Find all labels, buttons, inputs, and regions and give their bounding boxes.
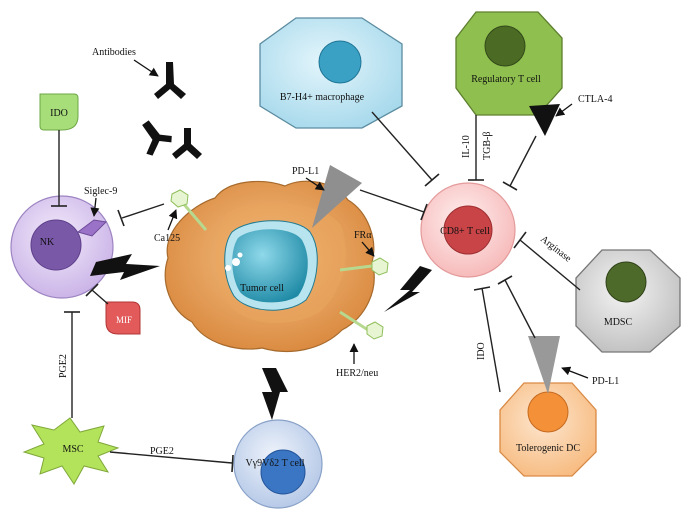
cd8-t-cell: CD8+ T cell <box>420 182 516 278</box>
tumor-cell-label: Tumor cell <box>240 283 284 294</box>
pdl1-dc-label: PD-L1 <box>592 376 619 387</box>
ctla4-arrow <box>555 103 573 117</box>
dc-label: Tolerogenic DC <box>516 443 580 454</box>
tgfb-label: TGB-β <box>482 132 493 160</box>
pdl1-cd8-inhibition-bar <box>420 203 428 221</box>
regulatory-t-cell: Regulatory T cell <box>455 11 563 116</box>
treg-label: Regulatory T cell <box>471 74 541 85</box>
pdl1-cd8-inhibition-line <box>359 189 425 213</box>
macrophage-cd8-inhibition-bar <box>424 173 440 187</box>
antibody-2 <box>142 120 172 156</box>
b7h4-macrophage: B7-H4+ macrophage <box>259 17 403 129</box>
nk-label: NK <box>40 237 55 248</box>
macrophage-label: B7-H4+ macrophage <box>280 92 365 103</box>
antibody-3 <box>172 128 202 159</box>
mdsc-cd8-inhibition-bar <box>513 231 527 249</box>
ca125-receptor <box>170 189 208 231</box>
nk-cell: NK <box>10 195 114 299</box>
msc-vgamma-inhibition-bar <box>231 454 234 473</box>
her2-label: HER2/neu <box>336 368 378 379</box>
fra-label: FRα <box>354 230 372 241</box>
ca125-nk-inhibition-bar <box>117 209 125 227</box>
ctla4-cd8-inhibition-line <box>509 135 537 187</box>
pdl1-tumor-cone <box>312 165 362 228</box>
mdsc-cd8-inhibition-line <box>519 239 581 291</box>
siglec-label: Siglec-9 <box>84 186 117 197</box>
dc-ido-cd8-inhibition-line <box>481 287 501 393</box>
il10-label: IL-10 <box>461 135 472 158</box>
ido-leaf: IDO <box>39 93 79 131</box>
lightning-cd8 <box>384 266 432 312</box>
antibodies-arrow <box>133 59 159 77</box>
pdl1-dc-cone <box>528 336 560 394</box>
vgamma-t-cell: Vγ9Vδ2 T cell <box>233 419 323 509</box>
siglec-receptor <box>76 219 108 237</box>
pdl1-top-label: PD-L1 <box>292 166 319 177</box>
dc-pdl1-cd8-inhibition-bar <box>497 275 513 285</box>
tumor-cell: Tumor cell <box>164 180 375 353</box>
mif-label: MIF <box>116 315 132 325</box>
ca125-nk-inhibition-line <box>121 203 165 219</box>
pge2-left-label: PGE2 <box>58 354 69 378</box>
mif-nk-inhibition-line <box>91 289 109 305</box>
dc-pdl1-cd8-inhibition-line <box>504 279 536 339</box>
ctla4-label: CTLA-4 <box>578 94 612 105</box>
fra-receptor <box>339 257 389 276</box>
siglec-arrow <box>90 197 100 217</box>
mif-leaf: MIF <box>105 301 141 335</box>
tolerogenic-dc: Tolerogenic DC <box>499 382 597 477</box>
msc-label: MSC <box>62 444 83 455</box>
ca125-label: Ca125 <box>154 233 180 244</box>
antibodies-label: Antibodies <box>92 47 136 58</box>
dc-ido-cd8-inhibition-bar <box>473 286 491 291</box>
mdsc-cell: MDSC <box>575 249 681 353</box>
antibody-1 <box>154 62 186 99</box>
mdsc-label: MDSC <box>604 317 633 328</box>
lightning-nk <box>90 254 160 280</box>
pdl1-dc-arrow <box>561 366 589 379</box>
her2-receptor <box>339 310 384 340</box>
macrophage-cd8-inhibition-line <box>371 111 433 181</box>
ctla4-cd8-inhibition-bar <box>502 181 518 191</box>
msc-cell: MSC <box>22 417 120 485</box>
vgamma-label: Vγ9Vδ2 T cell <box>246 458 305 469</box>
ca125-arrow <box>167 209 178 231</box>
ctla4-wedge <box>529 104 560 136</box>
fra-arrow <box>361 241 375 257</box>
msc-vgamma-inhibition-line <box>109 451 233 464</box>
cd8-label: CD8+ T cell <box>440 226 490 237</box>
lightning-vgamma <box>262 368 288 420</box>
mif-nk-inhibition-bar <box>85 283 99 297</box>
pge2-bottom-label: PGE2 <box>150 446 174 457</box>
pdl1-top-arrow <box>305 177 325 191</box>
ido-top-label: IDO <box>50 108 68 119</box>
ido-dc-label: IDO <box>476 342 487 360</box>
